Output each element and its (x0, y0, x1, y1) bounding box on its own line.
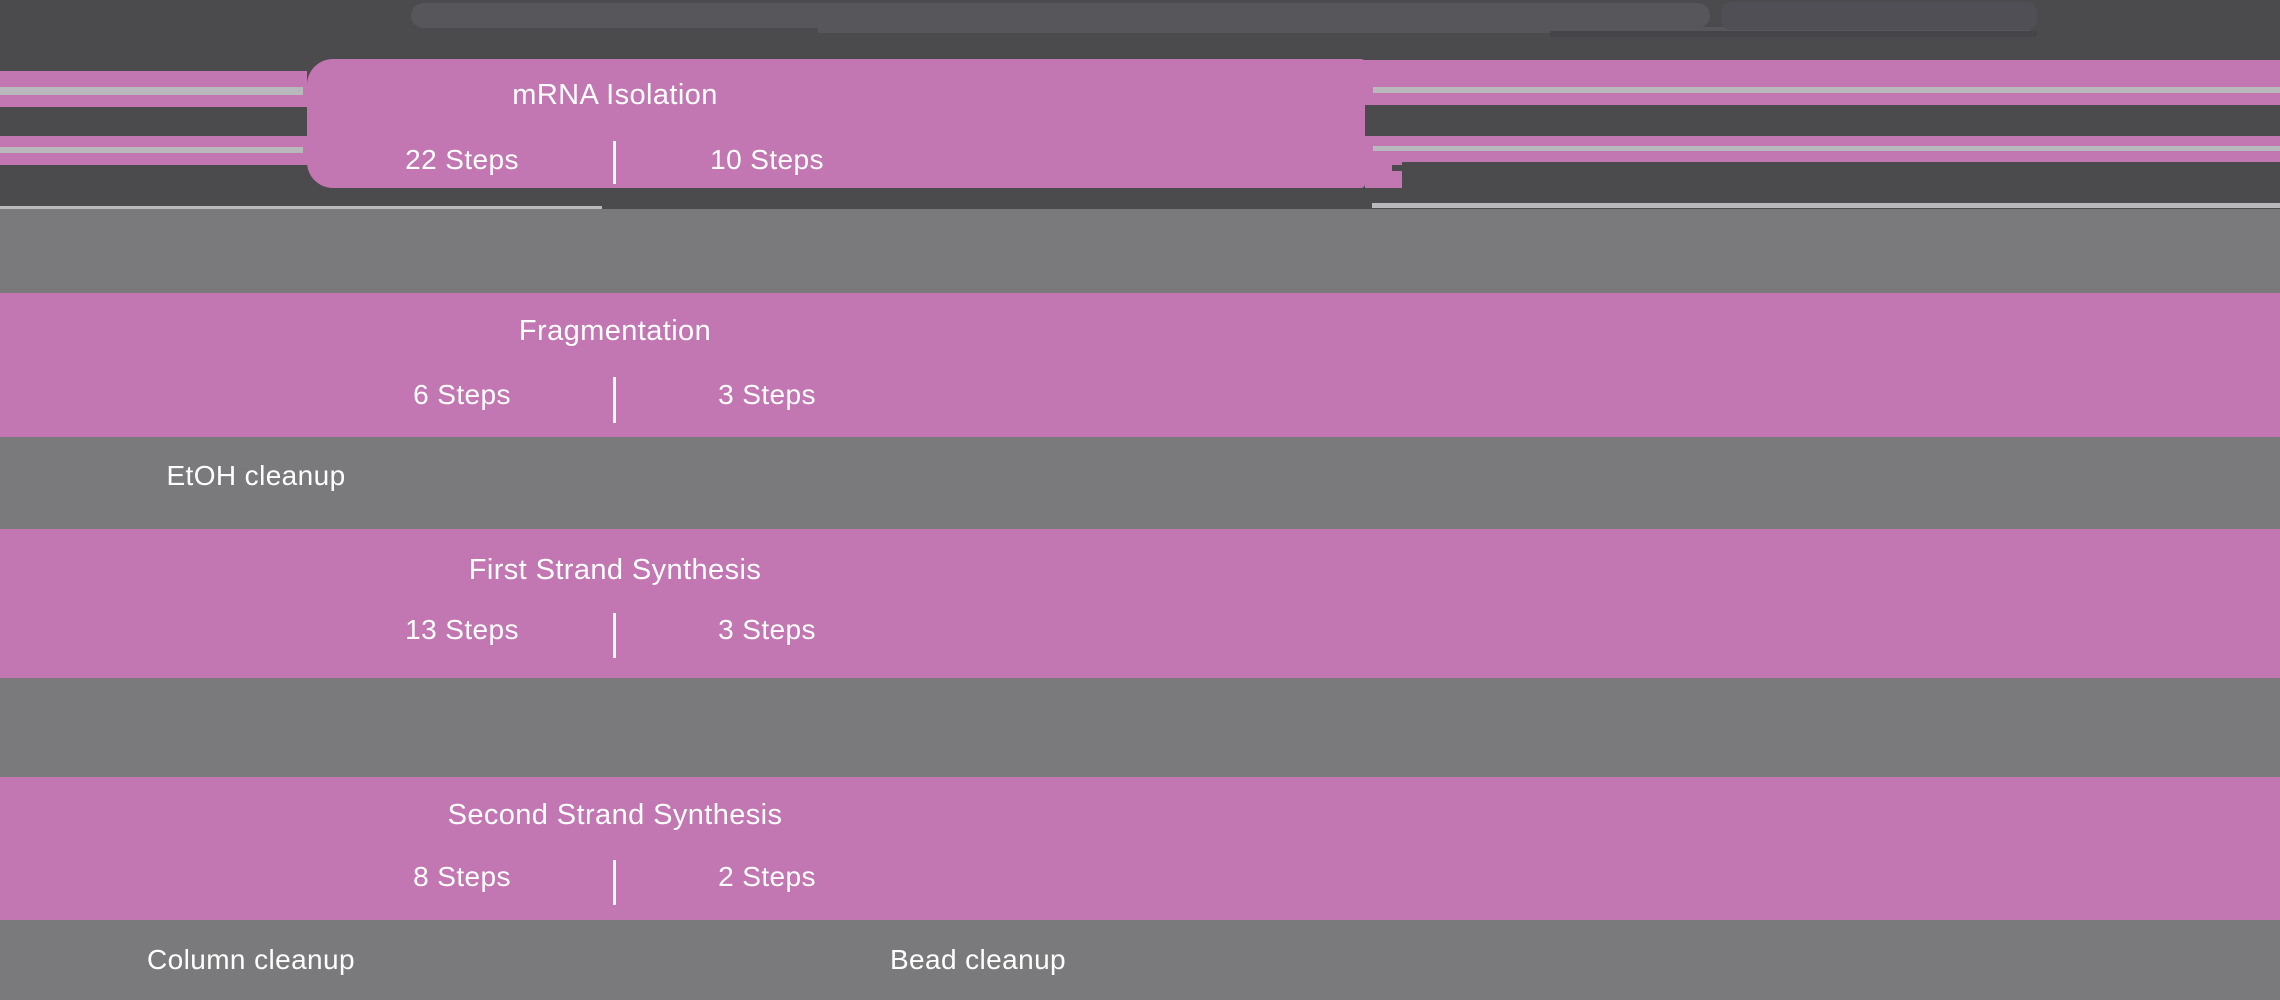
separator-band-2 (0, 678, 2280, 777)
left-connector-divider-2 (0, 147, 303, 153)
stage-band-second-strand (0, 777, 2280, 920)
top-chrome-pill (411, 3, 1710, 28)
stage-box-mrna-isolation (307, 59, 1365, 188)
steps-divider-second-strand (613, 860, 616, 905)
top-chrome-shadow-line (1550, 31, 2037, 37)
top-chrome-tab (1721, 2, 2037, 30)
steps-count-right-first-strand: 3 Steps (718, 614, 816, 645)
steps-count-left-second-strand: 8 Steps (413, 861, 511, 892)
separator-band-etoh (0, 437, 2280, 529)
steps-count-left-mrna: 22 Steps (405, 144, 519, 175)
steps-count-left-first-strand: 13 Steps (405, 614, 519, 645)
cleanup-label-column: Column cleanup (147, 944, 355, 975)
separator-band-bottom (0, 920, 2280, 1000)
top-chrome-tail (818, 27, 2030, 33)
steps-count-right-second-strand: 2 Steps (718, 861, 816, 892)
right-connector-divider-2 (1373, 146, 2280, 151)
stage-title-mrna-isolation: mRNA Isolation (512, 79, 718, 111)
stage-band-first-strand (0, 529, 2280, 678)
steps-divider-mrna (613, 141, 616, 184)
stage-title-fragmentation: Fragmentation (518, 315, 712, 347)
steps-divider-fragmentation (613, 377, 616, 423)
stage-title-second-strand: Second Strand Synthesis (447, 799, 783, 831)
cleanup-label-bead: Bead cleanup (889, 944, 1067, 975)
steps-count-right-fragmentation: 3 Steps (718, 379, 816, 410)
steps-count-right-mrna: 10 Steps (710, 144, 824, 175)
steps-count-left-fragmentation: 6 Steps (413, 379, 511, 410)
stage-band-fragmentation (0, 293, 2280, 437)
right-connector-divider-1 (1373, 87, 2280, 93)
stage-box-remnant-bar (1392, 165, 1539, 171)
separator-band-1 (0, 209, 2280, 293)
gray-separator-line-right (1372, 203, 2280, 208)
steps-divider-first-strand (613, 613, 616, 658)
stage-title-first-strand: First Strand Synthesis (468, 554, 762, 586)
left-connector-divider-1 (0, 87, 303, 95)
right-connector-stripe-1 (1363, 60, 2280, 105)
gray-separator-line-left (0, 206, 602, 211)
cleanup-label-etoh: EtOH cleanup (166, 460, 346, 491)
